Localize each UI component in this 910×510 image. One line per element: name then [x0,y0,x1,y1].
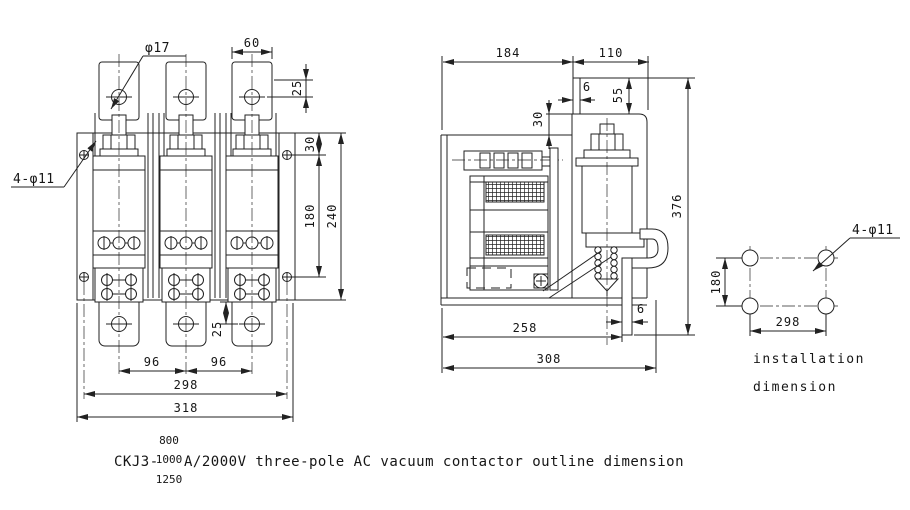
caption: CKJ3- 800 1000 1250 A/2000V three-pole A… [114,434,684,486]
iv-dim-180: 180 [709,270,723,295]
fv-dim-30: 30 [303,136,317,152]
coil-winding-upper [485,181,545,203]
installation-view: 180 298 4-φ11 installation dimension [709,223,900,395]
frame [440,134,647,306]
side-view-dimensions: 184 110 6 55 30 376 258 [441,46,695,373]
mounting-hole [817,249,835,267]
sv-dim-55: 55 [611,87,625,103]
fv-dim-96-left: 96 [144,355,160,369]
iv-dim-298: 298 [776,315,801,329]
drive-lever [542,250,612,299]
top-terminal-tab [572,77,581,115]
fv-dim-298: 298 [174,378,199,392]
sv-dim-110: 110 [599,46,624,60]
front-view-dimensions: φ17 60 25 4-φ11 30 180 [11,36,346,422]
sv-dim-258: 258 [513,321,538,335]
bottom-terminal-tab [621,257,633,336]
armature-plate [549,147,559,291]
installation-dimensions: 180 298 4-φ11 [709,223,900,336]
sv-dim-308: 308 [537,352,562,366]
right-mounting-plate [278,132,296,301]
iv-label-4phi11: 4-φ11 [852,223,894,238]
contact-holder-bar [585,232,645,248]
fv-dim-25-top: 25 [290,80,304,96]
fv-dim-318: 318 [174,401,199,415]
contact-springs [594,246,618,280]
iv-caption-line1: installation [753,352,865,367]
phase-barriers [147,113,232,298]
coil-winding-lower [485,234,545,256]
pivot-bolt [533,273,549,289]
fv-dim-240: 240 [325,204,339,229]
coil-terminal-strip [452,150,563,171]
sv-dim-184: 184 [496,46,521,60]
fv-dim-25-bottom: 25 [210,321,224,337]
fv-label-phi17: φ17 [145,41,170,56]
caption-rating-1000: 1000 [156,453,183,466]
fv-dim-96-right: 96 [211,355,227,369]
left-mounting-plate [76,132,94,301]
front-view: φ17 60 25 4-φ11 30 180 [11,36,346,422]
fv-label-4phi11: 4-φ11 [13,172,55,187]
electromagnet-coil [469,175,549,291]
auxiliary-switch [466,267,512,289]
mounting-hole [741,297,759,315]
fv-dim-180: 180 [303,204,317,229]
sv-dim-6-bottom: 6 [637,302,645,316]
caption-rating-1250: 1250 [156,473,183,486]
sv-dim-30: 30 [531,111,545,127]
mounting-hole [741,249,759,267]
iv-caption-line2: dimension [753,380,837,395]
caption-rating-800: 800 [159,434,179,447]
side-view: 184 110 6 55 30 376 258 [440,46,695,373]
mounting-hole [817,297,835,315]
caption-model: CKJ3- [114,454,159,470]
caption-description: A/2000V three-pole AC vacuum contactor o… [184,454,684,470]
fv-dim-60: 60 [244,36,260,50]
sv-dim-376: 376 [670,194,684,219]
sv-dim-6-top: 6 [583,80,591,94]
